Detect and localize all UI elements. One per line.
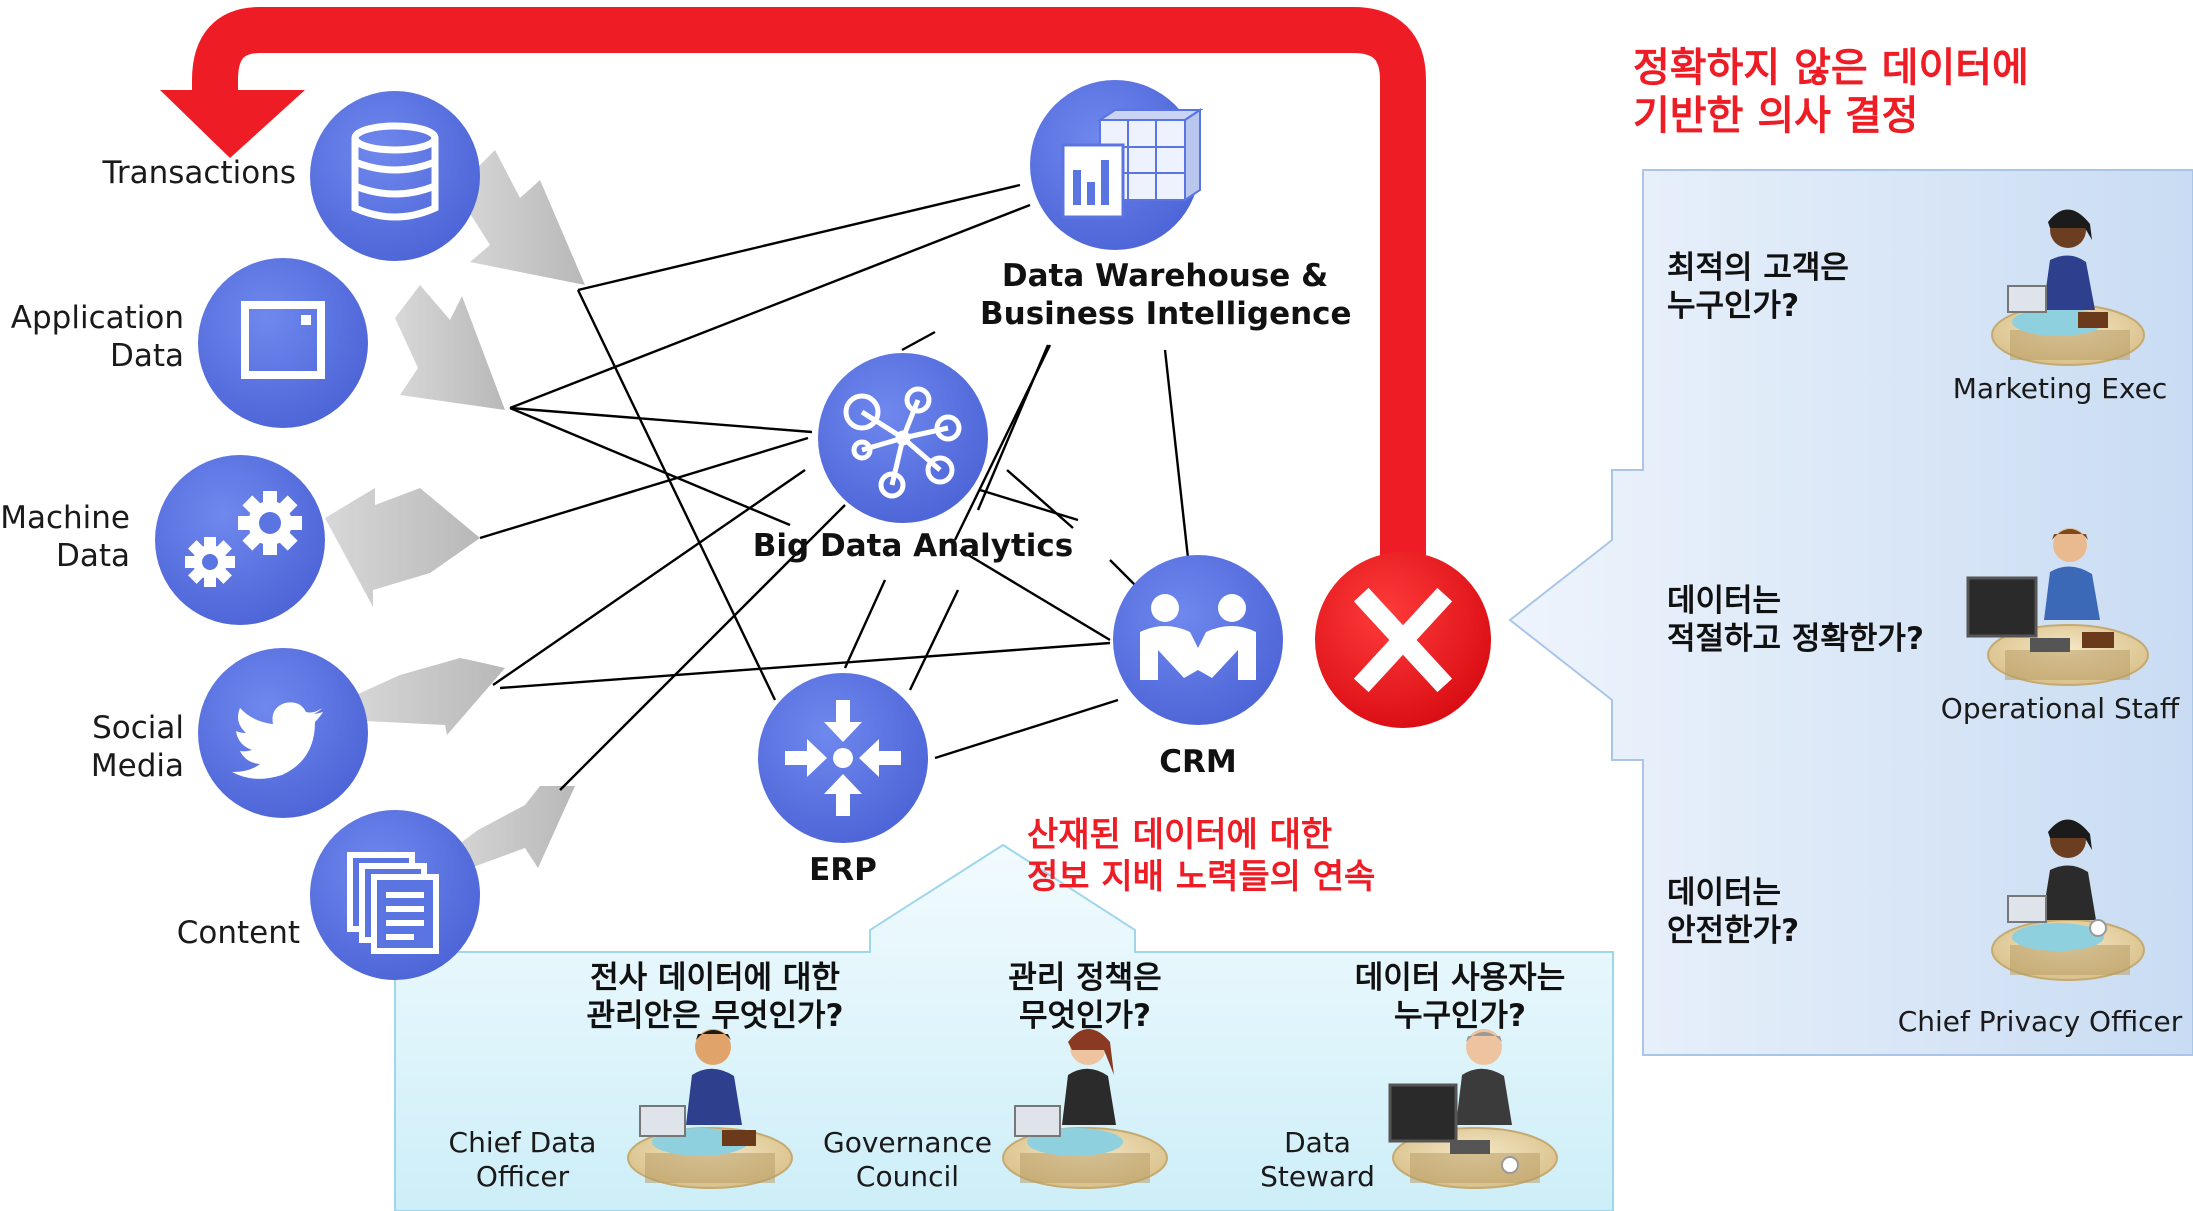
right-role-2: Operational Staff: [1940, 692, 2180, 725]
chief-privacy-officer-figure: [1991, 819, 2145, 981]
right-panel: [1508, 169, 2193, 1056]
twitter-bird-icon: [198, 648, 368, 818]
bottom-role-3: Data Steward: [1260, 1126, 1375, 1194]
governance-note-line2: 정보 지배 노력들의 연속: [1027, 857, 1376, 897]
callout-title-line2: 기반한 의사 결정: [1633, 93, 1919, 139]
converging-arrows-icon: [758, 673, 928, 843]
operational-staff-figure: [1966, 528, 2149, 686]
feedback-arrow: [160, 7, 1426, 558]
source-label-application-data: Application Data: [10, 300, 184, 374]
data-warehouse-label: Data Warehouse & Business Intelligence: [980, 258, 1352, 332]
connection-lines: [479, 183, 1190, 791]
erp-label: ERP: [809, 852, 877, 888]
right-question-1: 최적의 고객은 누구인가?: [1667, 250, 1849, 324]
right-question-3: 데이터는 안전한가?: [1667, 875, 1800, 949]
governance-note-line1: 산재된 데이터에 대한: [1027, 815, 1333, 855]
callout-title-line1: 정확하지 않은 데이터에: [1633, 45, 2029, 91]
feedback-arrow-label: 데이터 검증을 위해 원본 데이터 재확인: [530, 10, 1090, 50]
data-steward-figure: [1388, 1029, 1558, 1189]
marketing-exec-figure: [1991, 209, 2145, 366]
source-label-content: Content: [176, 915, 300, 951]
window-icon: [198, 258, 368, 428]
bottom-role-1: Chief Data Officer: [448, 1126, 597, 1194]
source-label-social-media: Social Media: [90, 710, 184, 784]
chief-data-officer-figure: [627, 1029, 793, 1189]
right-role-3: Chief Privacy Officer: [1897, 1005, 2183, 1038]
governance-council-figure: [1002, 1029, 1168, 1189]
bottom-role-2: Governance Council: [823, 1126, 992, 1194]
documents-icon: [310, 810, 480, 980]
database-icon: [310, 91, 480, 261]
bottom-question-2: 관리 정책은 무엇인가?: [1008, 960, 1162, 1034]
red-x-icon: [1315, 552, 1491, 728]
people-handshake-icon: [1113, 555, 1283, 725]
right-role-1: Marketing Exec: [1952, 372, 2168, 405]
crm-label: CRM: [1159, 744, 1237, 780]
gears-icon: [155, 455, 325, 625]
big-data-analytics-label: Big Data Analytics: [752, 528, 1074, 564]
source-label-transactions: Transactions: [102, 155, 297, 191]
bottom-question-3: 데이터 사용자는 누구인가?: [1354, 960, 1566, 1034]
cube-report-icon: [1030, 80, 1204, 250]
network-nodes-icon: [818, 353, 988, 523]
right-question-2: 데이터는 적절하고 정확한가?: [1667, 583, 1924, 657]
source-label-machine-data: Machine Data: [0, 500, 130, 574]
bottom-question-1: 전사 데이터에 대한 관리안은 무엇인가?: [586, 960, 844, 1034]
source-arrows: [325, 150, 585, 870]
